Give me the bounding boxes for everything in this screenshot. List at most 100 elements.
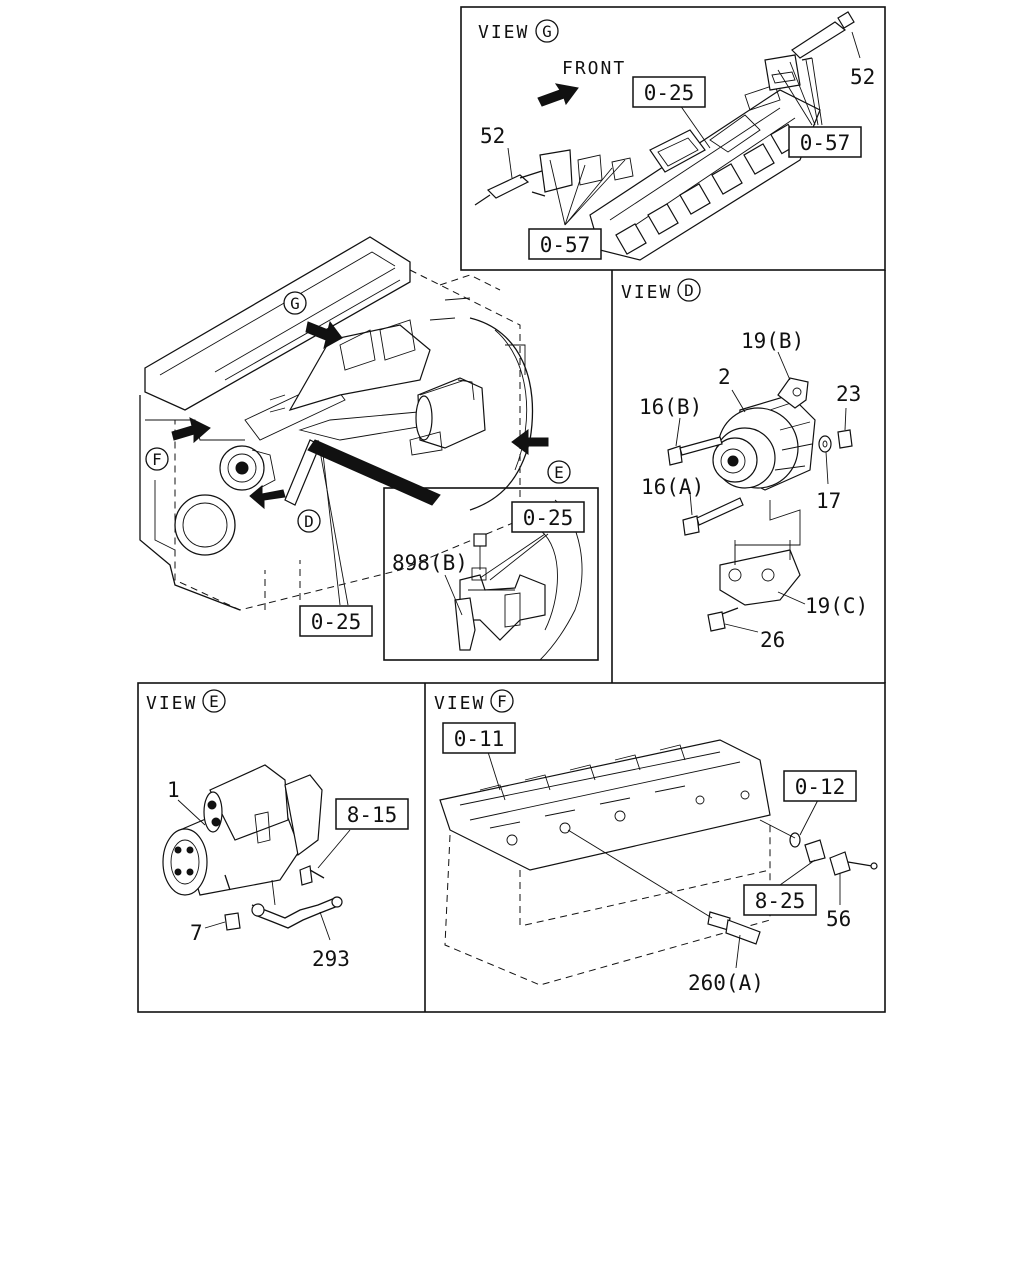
label-7: 7 bbox=[190, 921, 203, 945]
alternator-d bbox=[712, 394, 816, 491]
bolt-26 bbox=[707, 607, 739, 632]
svg-text:E: E bbox=[209, 692, 219, 711]
starter-main bbox=[409, 377, 486, 456]
bolt-8-15 bbox=[299, 865, 325, 886]
alternator-main bbox=[219, 445, 276, 491]
label-52-right: 52 bbox=[850, 65, 875, 89]
label-19c: 19(C) bbox=[805, 594, 868, 618]
ref-box-8-15: 8-15 bbox=[335, 798, 409, 830]
leader-7 bbox=[204, 921, 226, 929]
svg-text:G: G bbox=[290, 294, 300, 313]
label-16b: 16(B) bbox=[639, 395, 702, 419]
washer-17 bbox=[818, 435, 832, 453]
bolt-16b bbox=[667, 436, 723, 466]
nut-23 bbox=[837, 429, 853, 449]
svg-text:VIEW: VIEW bbox=[146, 693, 197, 714]
bottom-views-frame bbox=[137, 682, 886, 1013]
washer-0-12 bbox=[789, 832, 801, 848]
cylinder-head-f bbox=[439, 739, 771, 871]
leaders-0-57-bottom bbox=[549, 159, 626, 226]
front-label: FRONT bbox=[562, 58, 626, 79]
ref-box-0-11: 0-11 bbox=[442, 722, 516, 754]
label-1: 1 bbox=[167, 778, 180, 802]
view-g-arrow bbox=[305, 320, 343, 349]
label-293: 293 bbox=[312, 947, 350, 971]
cable-293 bbox=[251, 879, 343, 929]
ref-box-0-57-right: 0-57 bbox=[788, 126, 862, 158]
gasket-right bbox=[764, 54, 813, 91]
inset-e-frame bbox=[383, 487, 599, 661]
svg-text:8-15: 8-15 bbox=[347, 803, 398, 827]
leader-2 bbox=[731, 389, 746, 413]
svg-text:VIEW: VIEW bbox=[478, 22, 529, 43]
callout-g: G bbox=[283, 291, 307, 315]
view-f-arrow bbox=[171, 417, 211, 444]
label-2: 2 bbox=[718, 365, 731, 389]
svg-text:G: G bbox=[542, 22, 552, 41]
label-56: 56 bbox=[826, 907, 851, 931]
intake-manifold-g bbox=[589, 84, 821, 261]
svg-text:0-57: 0-57 bbox=[800, 131, 851, 155]
plug-8-25 bbox=[759, 819, 826, 863]
leader-0-12 bbox=[799, 799, 819, 836]
ref-box-0-25-g: 0-25 bbox=[632, 76, 706, 108]
view-d-heading: VIEW D bbox=[621, 278, 701, 303]
svg-text:VIEW: VIEW bbox=[621, 282, 672, 303]
leader-898b bbox=[444, 574, 463, 616]
leader-293 bbox=[319, 911, 331, 941]
svg-text:VIEW: VIEW bbox=[434, 693, 485, 714]
svg-text:D: D bbox=[684, 281, 694, 300]
svg-text:0-25: 0-25 bbox=[311, 610, 362, 634]
view-g-heading: VIEW G bbox=[478, 19, 559, 43]
sensor-52-left bbox=[474, 169, 546, 206]
starter-e bbox=[162, 764, 323, 896]
sensor-260a bbox=[567, 829, 761, 945]
label-52-left: 52 bbox=[480, 124, 505, 148]
svg-text:F: F bbox=[152, 450, 162, 469]
svg-text:8-25: 8-25 bbox=[755, 889, 806, 913]
bracket-19c bbox=[719, 540, 801, 606]
label-26: 26 bbox=[760, 628, 785, 652]
label-17: 17 bbox=[816, 489, 841, 513]
d-link-lines bbox=[734, 500, 801, 565]
leader-17 bbox=[825, 451, 829, 485]
leader-260a bbox=[735, 934, 741, 969]
sensor-52-right bbox=[791, 11, 855, 59]
leader-19b bbox=[777, 351, 791, 381]
callout-d: D bbox=[297, 509, 321, 533]
label-19b: 19(B) bbox=[741, 329, 804, 353]
bracket-19b bbox=[777, 377, 809, 409]
leader-16a bbox=[689, 492, 693, 516]
label-260a: 260(A) bbox=[688, 971, 764, 995]
leaders-0-57-right bbox=[777, 57, 823, 126]
callout-e: E bbox=[547, 460, 571, 484]
label-898b: 898(B) bbox=[392, 551, 468, 575]
view-e-arrow bbox=[511, 429, 549, 455]
view-d-arrow bbox=[249, 484, 286, 510]
svg-text:E: E bbox=[554, 463, 564, 482]
svg-text:0-25: 0-25 bbox=[523, 506, 574, 530]
svg-text:F: F bbox=[497, 692, 507, 711]
engine-main-illustration bbox=[139, 236, 534, 611]
svg-text:0-11: 0-11 bbox=[454, 727, 505, 751]
nut-7 bbox=[224, 912, 241, 931]
svg-text:D: D bbox=[304, 512, 314, 531]
leader-16b bbox=[675, 417, 681, 447]
leader-0-11 bbox=[487, 751, 501, 791]
view-g-frame bbox=[460, 6, 886, 271]
callout-f: F bbox=[145, 447, 169, 471]
leader-26 bbox=[724, 623, 759, 633]
view-e-heading: VIEW E bbox=[146, 689, 226, 714]
svg-text:0-57: 0-57 bbox=[540, 233, 591, 257]
svg-text:0-12: 0-12 bbox=[795, 775, 846, 799]
leader-19c bbox=[777, 591, 806, 605]
label-23: 23 bbox=[836, 382, 861, 406]
ref-box-0-57-bottom: 0-57 bbox=[528, 228, 602, 260]
ref-box-0-12: 0-12 bbox=[783, 770, 857, 802]
leader-52-right bbox=[851, 31, 861, 59]
switch-56 bbox=[829, 851, 878, 876]
gasket-left bbox=[531, 149, 634, 197]
view-f-heading: VIEW F bbox=[434, 689, 514, 714]
leader-8-15 bbox=[317, 829, 351, 869]
